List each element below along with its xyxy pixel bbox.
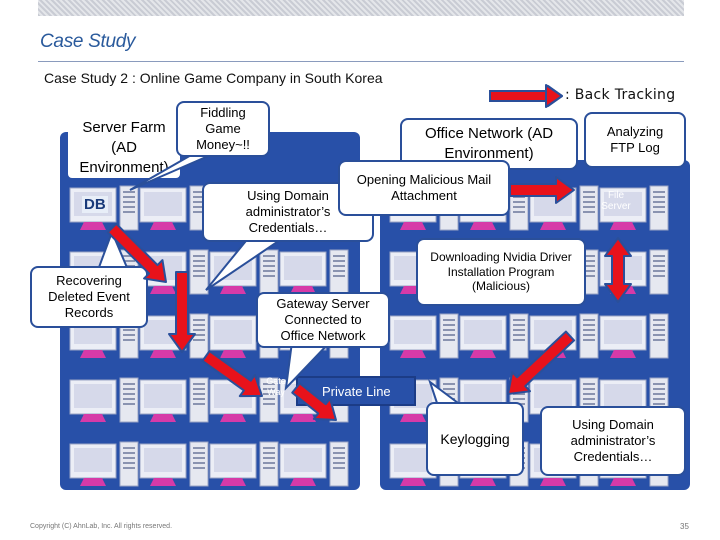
red-arrow-icon — [509, 176, 575, 204]
computer-icon — [599, 185, 669, 231]
keylogging-callout: Keylogging — [426, 402, 524, 476]
using-domain-callout-2: Using Domain administrator’s Credentials… — [540, 406, 686, 476]
red-arrow-icon — [106, 222, 167, 283]
opening-mail-callout: Opening Malicious Mail Attachment — [338, 160, 510, 216]
computer-icon — [459, 313, 529, 359]
computer-icon — [209, 441, 279, 487]
private-line-label: Private Line — [322, 384, 391, 399]
header-pattern-bar — [38, 0, 684, 16]
analyzing-ftp-callout: Analyzing FTP Log — [584, 112, 686, 168]
computer-icon — [139, 441, 209, 487]
red-arrow-icon — [604, 237, 632, 303]
computer-icon — [389, 313, 459, 359]
red-arrow-icon — [201, 350, 263, 398]
gateway-label: Gate Way — [266, 376, 286, 397]
red-arrow-icon — [291, 382, 337, 421]
file-server-label: File Server — [601, 190, 631, 212]
red-arrow-icon — [507, 330, 576, 395]
page-number: 35 — [680, 522, 689, 531]
computer-icon — [139, 377, 209, 423]
computer-icon — [69, 377, 139, 423]
fiddling-callout: Fiddling Game Money~!! — [176, 101, 270, 157]
server-farm-label: Server Farm (AD Environment) — [68, 118, 180, 178]
recovering-callout: Recovering Deleted Event Records — [30, 266, 148, 328]
computer-icon — [279, 249, 349, 295]
back-tracking-arrow-icon — [489, 84, 563, 108]
back-tracking-legend: : Back Tracking — [565, 87, 676, 103]
copyright-footer: Copyright (C) AhnLab, Inc. All rights re… — [30, 523, 173, 530]
slide-title: Case Study — [40, 31, 136, 52]
red-arrow-icon — [168, 271, 196, 353]
computer-icon — [599, 313, 669, 359]
db-label: DB — [82, 196, 108, 213]
slide-subtitle: Case Study 2 : Online Game Company in So… — [44, 70, 383, 86]
downloading-callout: Downloading Nvidia Driver Installation P… — [416, 238, 586, 306]
computer-icon — [279, 441, 349, 487]
gateway-server-callout: Gateway Server Connected to Office Netwo… — [256, 292, 390, 348]
title-divider — [38, 61, 684, 62]
computer-icon — [69, 441, 139, 487]
